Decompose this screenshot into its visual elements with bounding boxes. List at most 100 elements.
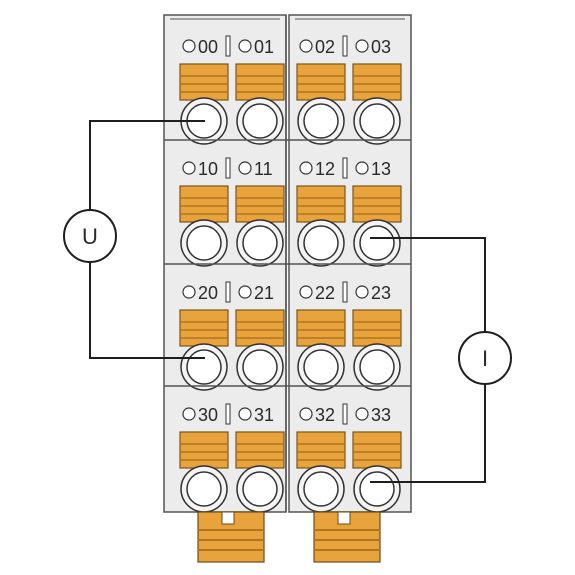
current-meter-circle bbox=[458, 331, 512, 385]
port-label: 20 bbox=[198, 283, 218, 303]
label-divider bbox=[225, 281, 231, 303]
spring-release-button[interactable] bbox=[352, 185, 402, 223]
wire-entry-hole[interactable] bbox=[303, 349, 339, 385]
spring-release-button[interactable] bbox=[296, 63, 346, 101]
port-label: 10 bbox=[198, 159, 218, 179]
terminal-port-21[interactable]: 21 bbox=[235, 283, 285, 391]
label-divider bbox=[342, 281, 348, 303]
current-wire-bottom bbox=[370, 384, 486, 483]
terminal-port-02[interactable]: 02 bbox=[296, 35, 348, 145]
wire-entry-hole[interactable] bbox=[186, 471, 222, 507]
mounting-foot-left bbox=[197, 511, 265, 563]
terminal-port-13[interactable]: 13 bbox=[352, 159, 402, 267]
port-label: 21 bbox=[254, 283, 274, 303]
label-divider bbox=[342, 403, 348, 425]
terminal-port-31[interactable]: 31 bbox=[235, 405, 285, 513]
port-label: 13 bbox=[371, 159, 391, 179]
port-label: 32 bbox=[315, 405, 335, 425]
wire-entry-hole[interactable] bbox=[303, 471, 339, 507]
port-marker-icon bbox=[355, 39, 369, 53]
wire-entry-hole[interactable] bbox=[359, 103, 395, 139]
terminal-port-30[interactable]: 30 bbox=[179, 403, 231, 513]
port-marker-icon bbox=[299, 39, 313, 53]
port-marker-icon bbox=[355, 285, 369, 299]
port-marker-icon bbox=[182, 161, 196, 175]
wire-entry-hole[interactable] bbox=[242, 103, 278, 139]
spring-release-button[interactable] bbox=[352, 431, 402, 469]
wire-entry-hole[interactable] bbox=[303, 225, 339, 261]
port-marker-icon bbox=[238, 161, 252, 175]
wire-entry-hole[interactable] bbox=[359, 349, 395, 385]
wire-entry-hole[interactable] bbox=[303, 103, 339, 139]
wire-entry-hole[interactable] bbox=[242, 349, 278, 385]
spring-release-button[interactable] bbox=[352, 309, 402, 347]
spring-release-button[interactable] bbox=[235, 185, 285, 223]
voltage-wire-bottom bbox=[89, 262, 205, 359]
port-label: 33 bbox=[371, 405, 391, 425]
terminal-port-22[interactable]: 22 bbox=[296, 281, 348, 391]
wire-entry-hole[interactable] bbox=[359, 471, 395, 507]
current-meter-symbol: I bbox=[482, 346, 488, 371]
port-marker-icon bbox=[238, 39, 252, 53]
spring-release-button[interactable] bbox=[296, 185, 346, 223]
voltage-wire-top bbox=[89, 120, 205, 210]
terminal-port-01[interactable]: 01 bbox=[235, 37, 285, 145]
mounting-foot-right bbox=[313, 511, 381, 563]
port-label: 31 bbox=[254, 405, 274, 425]
spring-release-button[interactable] bbox=[352, 63, 402, 101]
terminal-port-23[interactable]: 23 bbox=[352, 283, 402, 391]
port-marker-icon bbox=[299, 407, 313, 421]
port-marker-icon bbox=[182, 285, 196, 299]
port-label: 02 bbox=[315, 37, 335, 57]
terminal-port-11[interactable]: 11 bbox=[235, 159, 285, 267]
port-marker-icon bbox=[299, 161, 313, 175]
spring-release-button[interactable] bbox=[235, 309, 285, 347]
label-divider bbox=[342, 157, 348, 179]
port-marker-icon bbox=[238, 285, 252, 299]
spring-release-button[interactable] bbox=[296, 431, 346, 469]
spring-release-button[interactable] bbox=[179, 309, 229, 347]
port-marker-icon bbox=[355, 407, 369, 421]
spring-release-button[interactable] bbox=[179, 63, 229, 101]
terminal-port-10[interactable]: 10 bbox=[179, 157, 231, 267]
voltage-meter-circle bbox=[63, 209, 117, 263]
mounting-feet bbox=[197, 511, 381, 563]
voltage-meter: U bbox=[63, 209, 117, 263]
spring-release-button[interactable] bbox=[296, 309, 346, 347]
terminal-port-20[interactable]: 20 bbox=[179, 281, 231, 391]
terminal-port-00[interactable]: 00 bbox=[179, 35, 231, 145]
label-divider bbox=[225, 35, 231, 57]
wiring bbox=[89, 120, 486, 483]
wire-entry-hole[interactable] bbox=[242, 471, 278, 507]
spring-release-button[interactable] bbox=[179, 431, 229, 469]
spring-release-button[interactable] bbox=[179, 185, 229, 223]
terminal-port-12[interactable]: 12 bbox=[296, 157, 348, 267]
wire-entry-hole[interactable] bbox=[242, 225, 278, 261]
wire-entry-hole[interactable] bbox=[186, 349, 222, 385]
wire-entry-hole[interactable] bbox=[186, 225, 222, 261]
terminal-port-33[interactable]: 33 bbox=[352, 405, 402, 513]
port-marker-icon bbox=[238, 407, 252, 421]
port-marker-icon bbox=[182, 39, 196, 53]
port-marker-icon bbox=[299, 285, 313, 299]
label-divider bbox=[225, 403, 231, 425]
port-label: 11 bbox=[254, 159, 273, 179]
voltage-meter-symbol: U bbox=[82, 224, 98, 249]
current-wire-top bbox=[370, 237, 486, 332]
port-label: 30 bbox=[198, 405, 218, 425]
port-label: 03 bbox=[371, 37, 391, 57]
port-label: 00 bbox=[198, 37, 218, 57]
port-label: 23 bbox=[371, 283, 391, 303]
current-meter: I bbox=[458, 331, 512, 385]
port-marker-icon bbox=[182, 407, 196, 421]
spring-release-button[interactable] bbox=[235, 63, 285, 101]
label-divider bbox=[342, 35, 348, 57]
port-label: 22 bbox=[315, 283, 335, 303]
port-marker-icon bbox=[355, 161, 369, 175]
terminal-port-03[interactable]: 03 bbox=[352, 37, 402, 145]
wire-entry-hole[interactable] bbox=[359, 225, 395, 261]
terminal-port-32[interactable]: 32 bbox=[296, 403, 348, 513]
spring-release-button[interactable] bbox=[235, 431, 285, 469]
